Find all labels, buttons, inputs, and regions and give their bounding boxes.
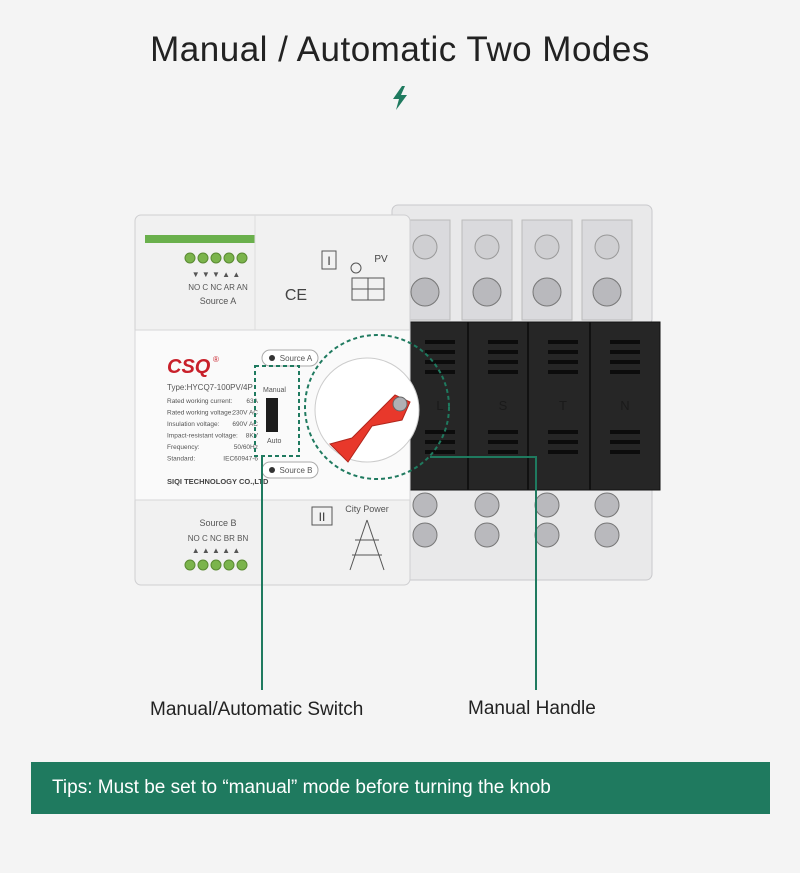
manual-handle[interactable]: [314, 357, 420, 463]
model-label: Type:HYCQ7-100PV/4P: [167, 383, 253, 392]
callout-lines: [254, 334, 537, 690]
spec-label: Rated working voltage:: [167, 410, 233, 417]
spec-label: Insulation voltage:: [167, 421, 220, 428]
terminal-labels-a: NO C NC AR AN: [188, 283, 248, 292]
phase-label: L: [436, 398, 443, 413]
spec-value: 50/60Hz: [234, 444, 258, 451]
source-b-label: Source B: [199, 518, 236, 528]
pv-source-marker: I PV CE: [285, 250, 388, 304]
spec-value: 8KV: [246, 433, 259, 440]
svg-text:▲ ▲ ▲ ▲ ▲: ▲ ▲ ▲ ▲ ▲: [192, 546, 240, 555]
terminal-cover: L S T N: [404, 321, 661, 491]
phase-label: T: [559, 398, 567, 413]
manual-auto-switch[interactable]: Manual Auto: [263, 387, 286, 445]
source-a-strip: ▼ ▼ ▼ ▲ ▲ NO C NC AR AN Source A: [184, 252, 248, 306]
phase-label: S: [499, 398, 508, 413]
svg-text:Auto: Auto: [267, 438, 282, 445]
source-a-label: Source A: [200, 296, 237, 306]
lightning-bolt-icon: [393, 86, 407, 110]
source-b-indicator: Source B: [261, 461, 319, 479]
page-title: Manual / Automatic Two Modes: [150, 30, 650, 69]
source-b-strip: Source B NO C NC BR BN ▲ ▲ ▲ ▲ ▲: [184, 518, 249, 571]
roman-one: I: [327, 254, 330, 268]
top-terminals: [391, 204, 653, 326]
svg-text:Source A: Source A: [280, 354, 313, 363]
spec-value: 63A: [246, 398, 258, 405]
bottom-terminals: [391, 479, 653, 581]
switch-callout-label: Manual/Automatic Switch: [150, 699, 364, 720]
spec-label: Frequency:: [167, 444, 200, 451]
svg-text:▼ ▼ ▼ ▲ ▲: ▼ ▼ ▼ ▲ ▲: [192, 270, 240, 279]
rating-plate: CSQ ® Type:HYCQ7-100PV/4P Rated working …: [167, 355, 269, 486]
ce-mark: CE: [285, 287, 307, 304]
city-power-label: City Power: [345, 504, 389, 514]
specs-list: Rated working current: 63A Rated working v…: [167, 398, 259, 463]
tips-text: Tips: Must be set to “manual” mode befor…: [52, 777, 551, 798]
spec-value: IEC60947-6: [223, 456, 258, 463]
handle-callout-label: Manual Handle: [468, 698, 596, 719]
source-a-indicator: Source A: [261, 349, 319, 367]
tips-banner: Tips: Must be set to “manual” mode befor…: [31, 762, 770, 814]
brand-logo: CSQ: [167, 356, 211, 378]
registered-mark: ®: [213, 355, 219, 364]
roman-two: II: [319, 510, 326, 524]
svg-text:Manual: Manual: [263, 387, 286, 394]
phase-label: N: [620, 398, 629, 413]
terminal-labels-b: NO C NC BR BN: [188, 534, 249, 543]
spec-label: Rated working current:: [167, 398, 233, 405]
maker-label: SIQI TECHNOLOGY CO.,LTD: [167, 477, 269, 486]
city-power-marker: II City Power: [311, 504, 389, 571]
spec-value: 690V AC: [232, 421, 258, 428]
svg-text:Source B: Source B: [280, 466, 313, 475]
spec-label: Impact-resistant voltage:: [167, 433, 238, 440]
spec-value: 230V AC: [232, 410, 258, 417]
spec-label: Standard:: [167, 456, 195, 463]
pv-label: PV: [374, 254, 388, 265]
